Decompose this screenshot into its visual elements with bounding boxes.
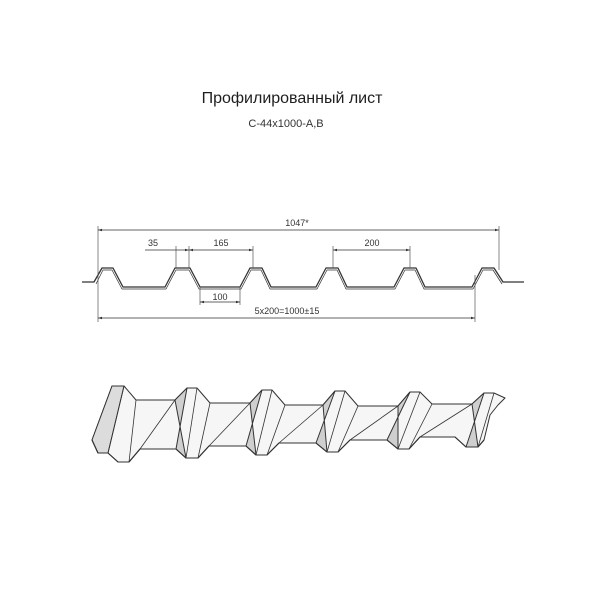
drawing-title: Профилированный лист — [0, 90, 600, 108]
profile-outline-inner — [95, 269, 503, 290]
label-useful-width: 5х200=1000±15 — [255, 306, 320, 316]
drawing-title-text: Профилированный лист — [201, 90, 383, 107]
sheet-3d-view — [91, 385, 506, 463]
dimension-lines — [98, 228, 499, 320]
label-overall-width: 1047* — [285, 218, 309, 228]
drawing-subtitle: С-44х1000-А,В — [0, 118, 600, 130]
dimension-labels: 1047* 35 165 200 100 5х200=1000±15 — [148, 218, 380, 316]
label-bottom-width: 100 — [212, 292, 227, 302]
label-pitch: 200 — [364, 238, 379, 248]
profile-outline — [82, 267, 524, 288]
label-top-span: 165 — [213, 238, 228, 248]
label-flange-top: 35 — [148, 238, 158, 248]
drawing-subtitle-text: С-44х1000-А,В — [248, 118, 324, 130]
sheet-front-edge — [91, 436, 485, 463]
profile-cross-section — [82, 267, 524, 290]
sheet-top-surface — [91, 385, 506, 463]
